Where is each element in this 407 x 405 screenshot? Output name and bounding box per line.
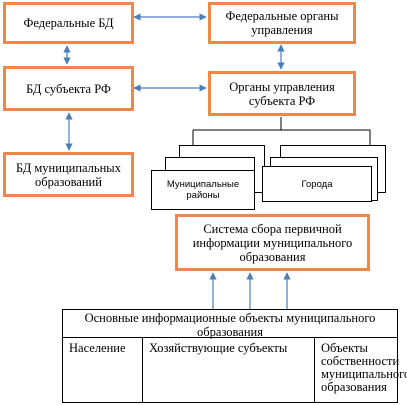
- cities-box: Города: [262, 166, 372, 202]
- federal-authorities-label: Федеральные органы управления: [225, 9, 339, 37]
- federal-db-label: Федеральные БД: [23, 16, 114, 30]
- table-cell-population: Население: [63, 338, 143, 402]
- municipal-db-box: БД муниципальных образований: [3, 152, 134, 197]
- subject-db-label: БД субъекта РФ: [26, 81, 111, 96]
- hierarchy-connector: [192, 117, 371, 145]
- federal-authorities-box: Федеральные органы управления: [208, 2, 356, 44]
- info-objects-table: Основные информационные объекты муниципа…: [62, 309, 407, 403]
- federal-db-box: Федеральные БД: [3, 2, 134, 44]
- table-cell-enterprises: Хозяйствующие субъекты: [143, 338, 315, 402]
- municipal-districts-label: Муниципальные районы: [166, 179, 240, 201]
- municipal-districts-box: Муниципальные районы: [151, 170, 255, 210]
- cities-label: Города: [301, 178, 333, 190]
- collection-system-box: Система сбора первичной информации муниц…: [175, 214, 370, 271]
- info-objects-table-header: Основные информационные объекты муниципа…: [63, 310, 397, 339]
- subject-authorities-label: Органы управления субъекта РФ: [229, 79, 335, 108]
- municipal-db-label: БД муниципальных образований: [16, 160, 121, 189]
- collection-system-label: Система сбора первичной информации муниц…: [192, 221, 353, 264]
- subject-authorities-box: Органы управления субъекта РФ: [208, 71, 356, 116]
- table-cell-municipal-property: Объекты собственности муниципального обр…: [321, 341, 407, 394]
- subject-db-box: БД субъекта РФ: [3, 66, 134, 111]
